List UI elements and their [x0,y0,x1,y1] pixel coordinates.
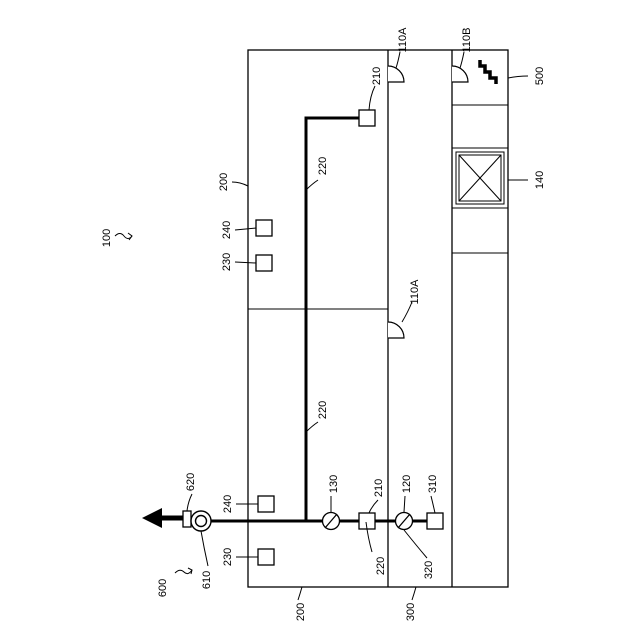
label-230-upper: 230 [221,253,233,271]
label-system-100: 100 [101,229,113,247]
label-600: 600 [157,579,169,597]
elevator-140 [452,148,508,208]
outer-wall [248,50,508,587]
label-110b: 110B [461,28,473,53]
label-300: 300 [405,603,417,621]
exhaust-arrow-icon [142,508,184,528]
label-500: 500 [534,67,546,85]
valve-120 [396,513,413,530]
label-130: 130 [328,475,340,493]
label-610: 610 [201,571,213,589]
door-110b-icon [452,66,468,82]
fan-610 [183,511,211,531]
door-110a-upper-icon [388,66,404,82]
sensor-210-upper [359,110,375,126]
valve-130 [323,513,340,530]
label-220-upper: 220 [317,157,329,175]
label-210-upper: 210 [371,67,383,85]
label-310: 310 [427,475,439,493]
label-120: 120 [401,475,413,493]
label-240-upper: 240 [221,221,233,239]
label-220-lower: 220 [375,557,387,575]
label-200-bottom: 200 [295,603,307,621]
building-outline [248,50,508,587]
label-220-middle: 220 [317,401,329,419]
label-320: 320 [423,561,435,579]
device-310 [427,513,443,529]
label-210-lower: 210 [373,479,385,497]
door-110a-lower-icon [388,322,404,338]
unit-230-upper [256,255,272,271]
label-620: 620 [185,473,197,491]
label-200-top: 200 [218,173,230,191]
reference-labels: 100 200 220 210 110A 110B 500 140 240 23… [101,27,546,621]
unit-240-upper [256,220,272,236]
label-140: 140 [534,171,546,189]
equipment-boxes [256,110,443,565]
label-240-lower: 240 [222,495,234,513]
duct-220 [200,118,435,521]
stairs-icon [480,60,496,84]
fan-inner-icon [196,516,207,527]
unit-230-lower [258,549,274,565]
label-230-lower: 230 [222,548,234,566]
label-110a-lower: 110A [409,279,421,305]
unit-240-lower [258,496,274,512]
label-110a-upper: 110A [397,27,409,53]
motor-620-icon [183,511,191,527]
